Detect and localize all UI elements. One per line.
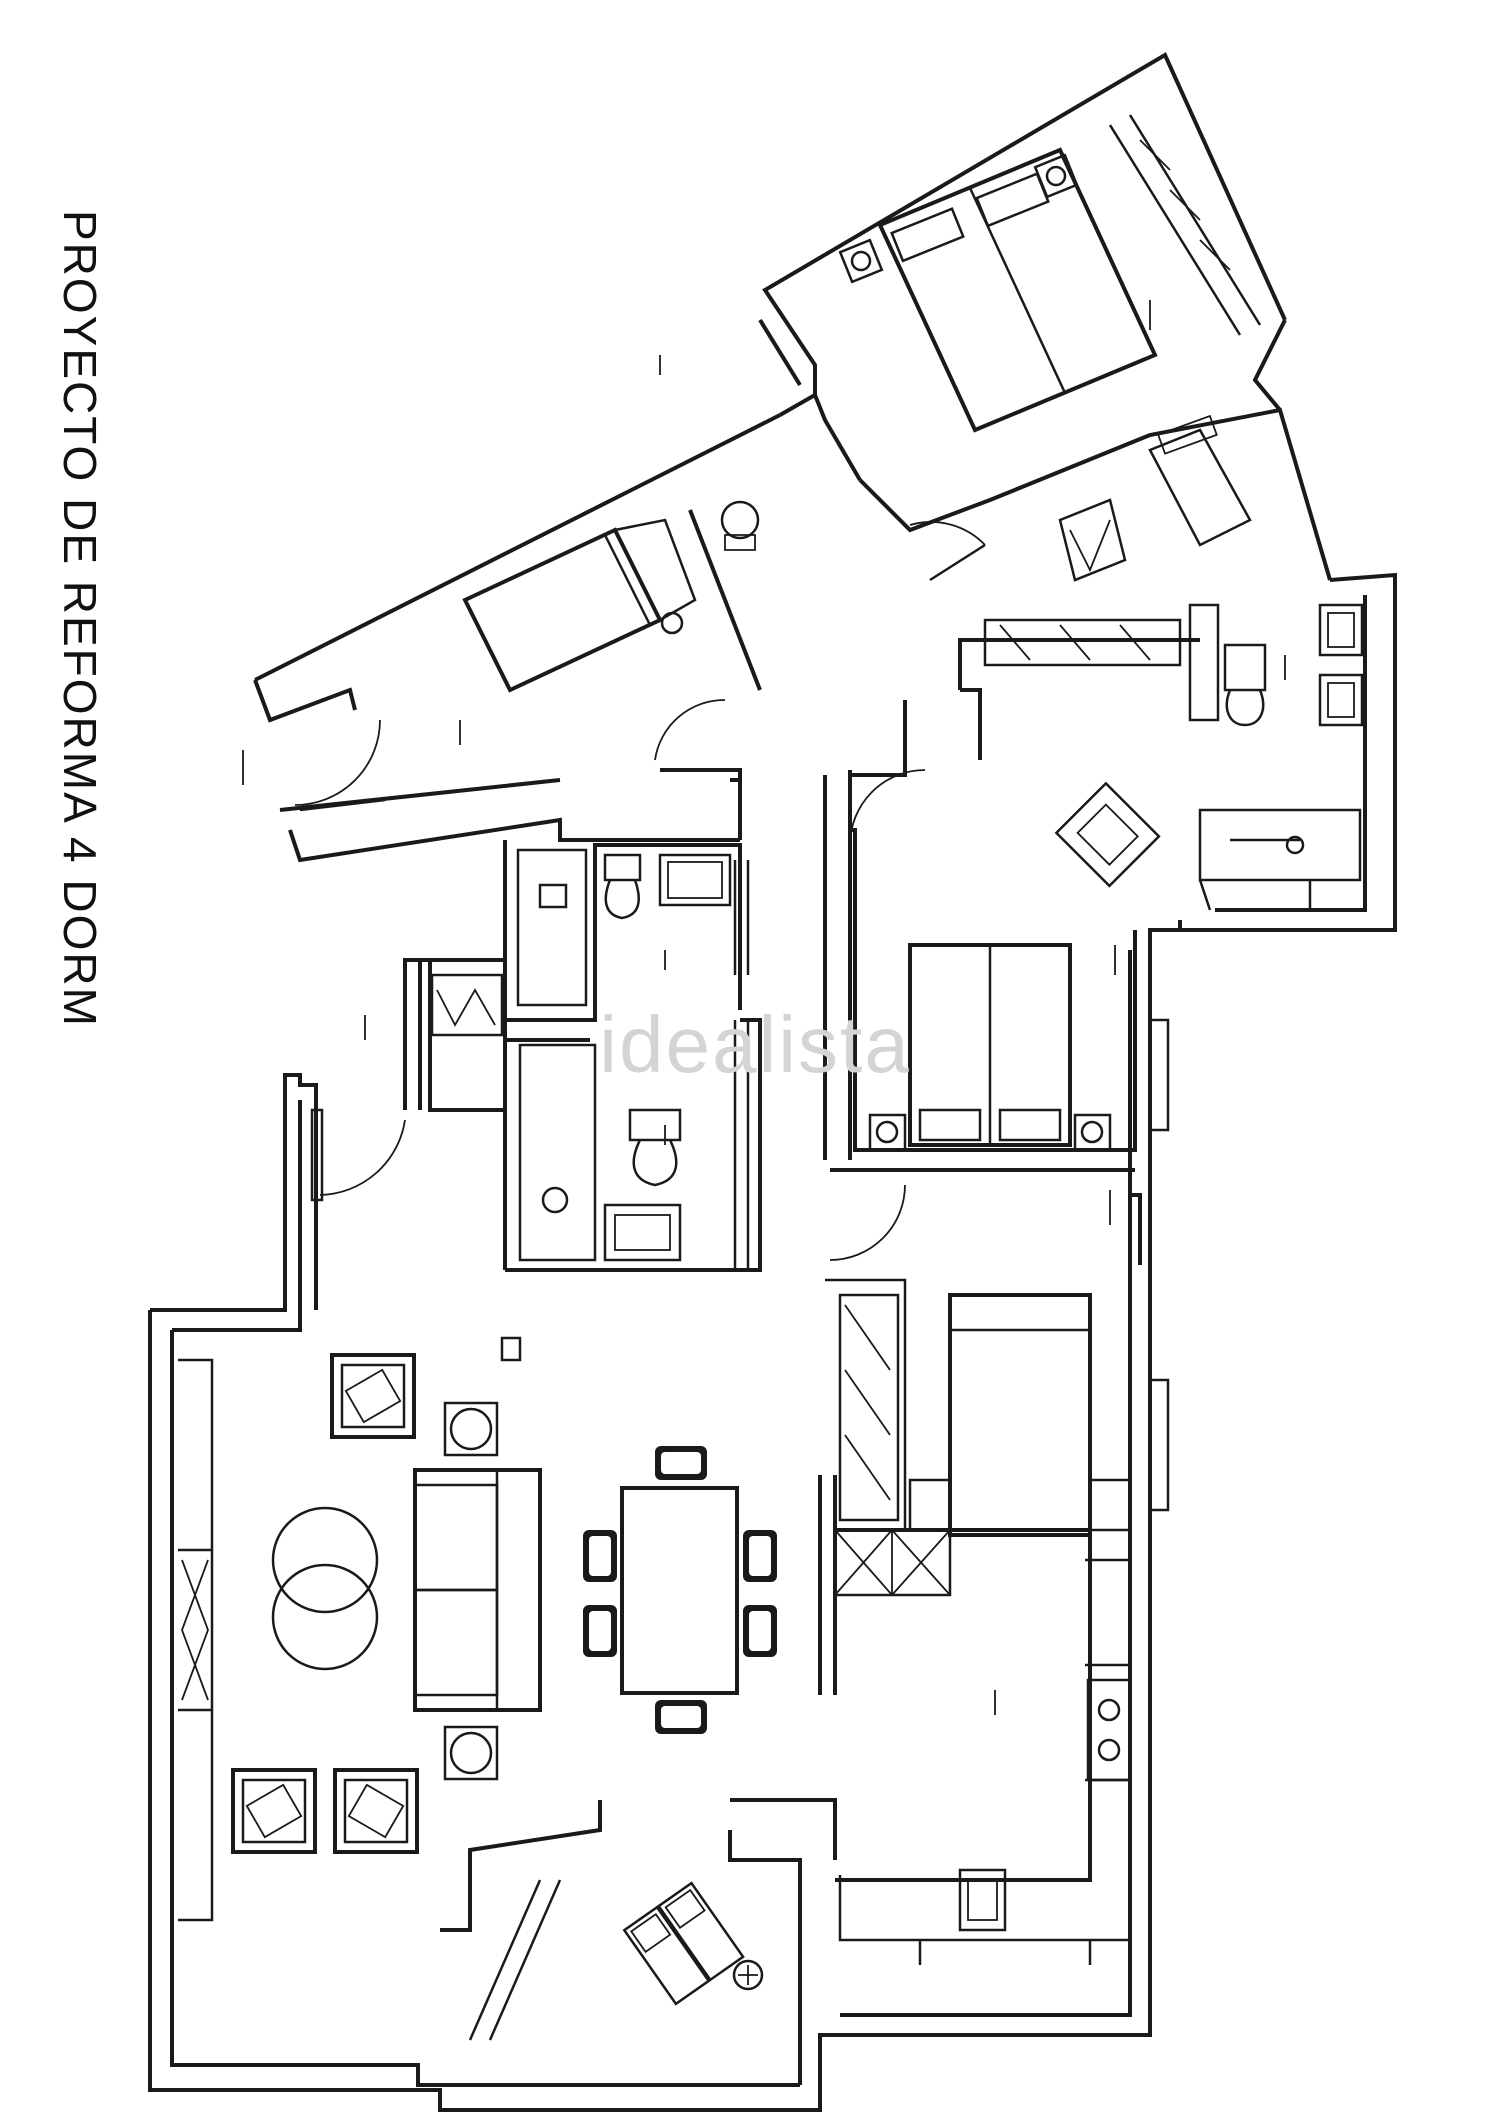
sofa	[413, 1468, 542, 1712]
exterior-walls	[148, 920, 1182, 2112]
armchair	[231, 1768, 317, 1854]
bed	[838, 147, 1158, 433]
bed	[462, 518, 697, 693]
watermark: idealista	[599, 1000, 911, 1089]
bano-suite	[958, 572, 1397, 932]
room-marks	[242, 300, 1286, 1715]
armchair	[330, 1353, 416, 1439]
dining-table	[583, 1446, 777, 1734]
armchair	[333, 1768, 419, 1854]
plan-title: PROYECTO DE REFORMA 4 DORM	[54, 210, 106, 1028]
bed	[908, 1293, 1132, 1537]
vestidor	[418, 958, 505, 1110]
bed	[868, 943, 1112, 1152]
dormitorio-principal	[758, 52, 1332, 582]
cocina	[818, 1475, 1132, 1965]
bano-2	[503, 840, 750, 1022]
terraza	[440, 1798, 837, 2085]
dormitorio-2	[849, 700, 1161, 1152]
dormitorio-4	[253, 413, 781, 863]
dormitorio-3	[825, 1168, 1142, 1537]
salon-comedor	[231, 958, 777, 1854]
